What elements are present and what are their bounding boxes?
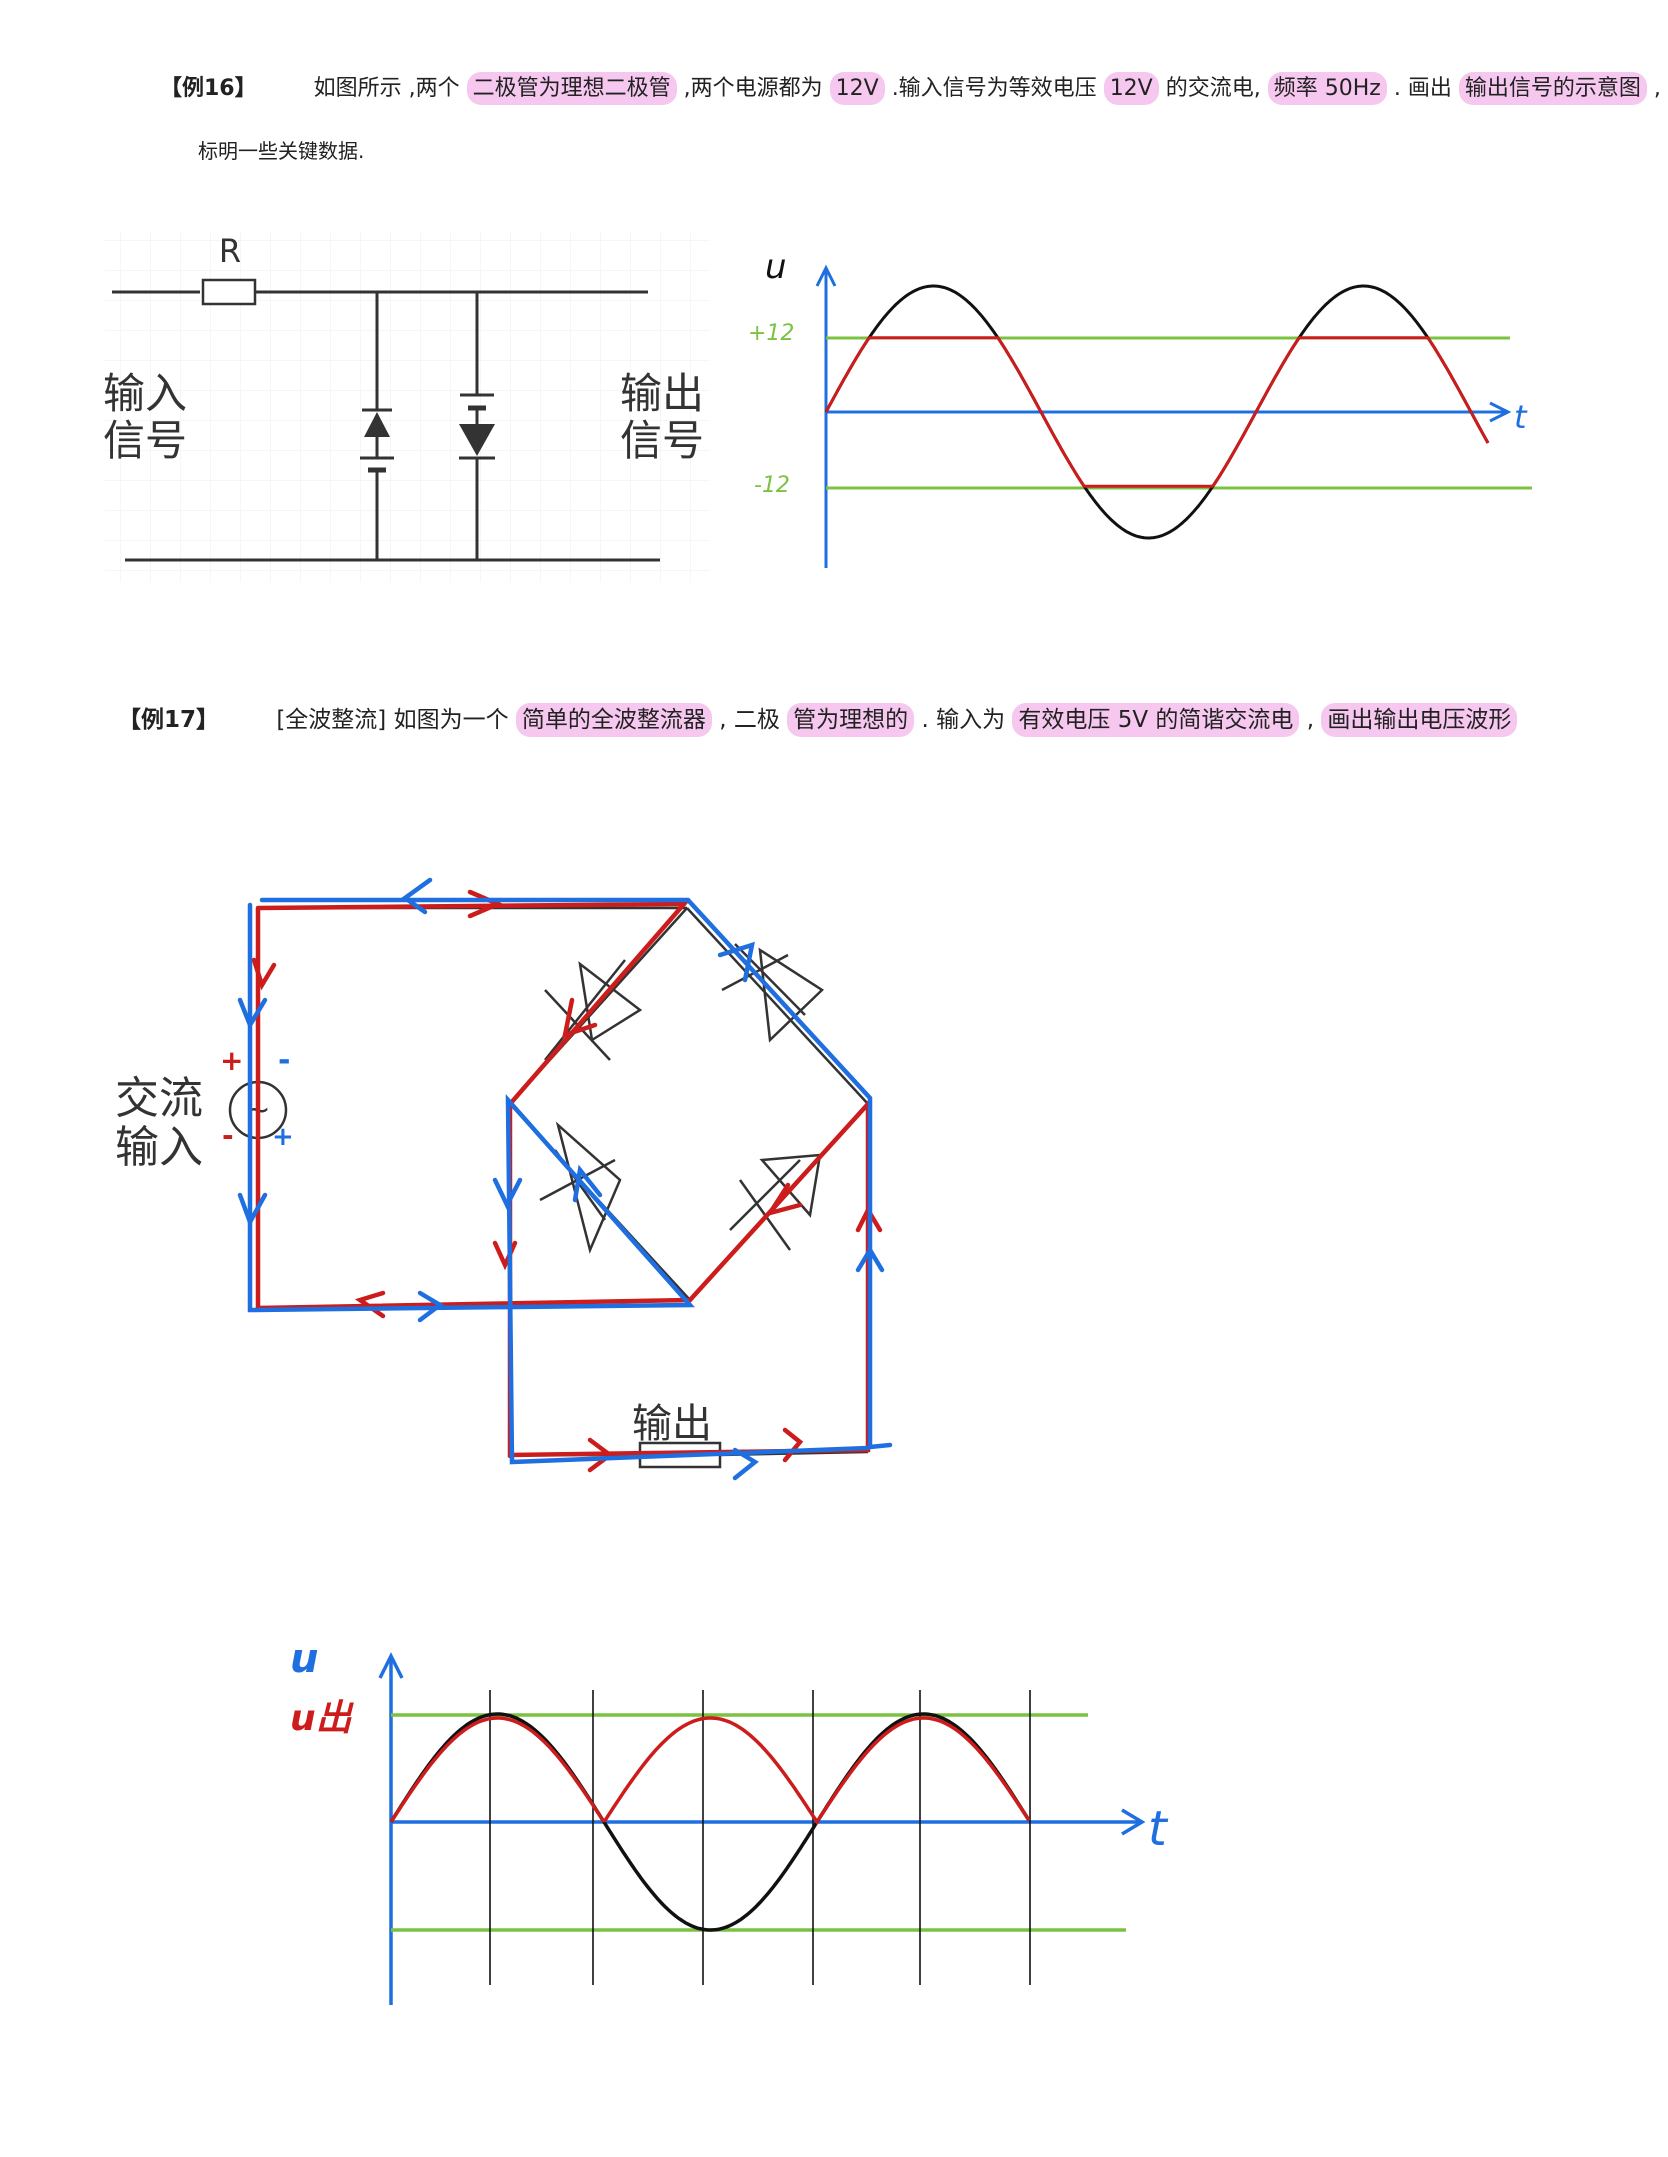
blue-arrow-icon <box>237 1192 268 1228</box>
diode-1 <box>364 412 390 437</box>
ex16-highlight: 12V <box>829 72 885 105</box>
diode-d3 <box>555 1121 622 1254</box>
x-axis-arrow-icon <box>1121 1808 1146 1836</box>
ex16-clipper-circuit: R 输入 信号 输出 信号 <box>103 232 710 582</box>
lower-level-label: -12 <box>754 473 790 498</box>
blue-arrow-icon <box>732 1447 759 1481</box>
blue-arrow-icon <box>492 1177 523 1211</box>
ex17-tag: 【例17】 <box>118 707 220 733</box>
red-arrow-icon <box>587 1437 614 1473</box>
ex16-problem-line-2: 标明一些关键数据. <box>198 139 365 163</box>
x-axis-label: t <box>1514 398 1528 436</box>
ex16-seg: ,两个电源都为 <box>683 76 830 101</box>
y-axis-label: u <box>765 247 787 287</box>
ex16-waveform-graph: u t +12 -12 <box>748 247 1532 568</box>
x-axis-label: t <box>1148 1801 1169 1857</box>
ex16-highlight: 12V <box>1103 72 1159 105</box>
ex17-bridge-circuit: ~ 交流 输入 输出 + - <box>115 877 893 1481</box>
polarity-plus-red: + <box>220 1044 243 1077</box>
ex16-seg: , <box>1653 76 1661 101</box>
upper-level-label: +12 <box>748 321 794 346</box>
polarity-minus-red: - <box>222 1119 234 1152</box>
blue-arrow-icon <box>855 1245 885 1273</box>
red-arrow-icon <box>782 1427 804 1463</box>
ex17-seg: , <box>1306 707 1322 733</box>
input-label-line1: 输入 <box>103 369 187 418</box>
y-axis-arrow-icon <box>815 264 837 287</box>
ex16-highlight: 频率 50Hz <box>1267 72 1387 105</box>
input-label-line2: 信号 <box>103 416 187 465</box>
polarity-minus-blue: - <box>278 1043 290 1078</box>
blue-arrow-icon <box>417 1290 445 1323</box>
blue-arrow-icon <box>237 997 268 1031</box>
input-sine-wave <box>389 1712 1031 1932</box>
blue-arrow-icon <box>572 1164 603 1203</box>
diode-d2-x <box>734 943 806 1016</box>
ac-input-label-line2: 输入 <box>115 1122 203 1173</box>
resistor <box>201 278 257 306</box>
ex16-seg: 的交流电, <box>1165 76 1261 101</box>
red-arrow-icon <box>764 1182 803 1217</box>
red-arrow-icon <box>467 889 504 919</box>
ex17-waveform-graph: u u出 t <box>290 1636 1169 2005</box>
ex17-problem-line: 【例17】 [全波整流] 如图为一个 简单的全波整流器 , 二极 管为理想的 .… <box>118 700 1518 737</box>
bridge-edge <box>686 907 869 1105</box>
ex16-seg: . 画出 <box>1393 76 1452 101</box>
ex16-tag: 【例16】 <box>160 76 257 101</box>
red-arrow-icon <box>251 957 277 991</box>
input-sine-wave <box>824 284 1490 540</box>
output-label-line2: 信号 <box>620 416 704 465</box>
output-label-line1: 输出 <box>620 369 704 418</box>
y-axis-arrow-icon <box>378 1652 404 1679</box>
resistor-label: R <box>219 232 241 270</box>
blue-arrow-icon <box>401 877 433 915</box>
ex17-seg: . 输入为 <box>921 707 1006 733</box>
ac-input-label-line1: 交流 <box>115 1073 203 1124</box>
diode-2 <box>459 424 495 456</box>
ex16-problem-line-1: 【例16】 如图所示 ,两个 二极管为理想二极管 ,两个电源都为 12V .输入… <box>160 70 1661 105</box>
diode-d2 <box>758 947 825 1043</box>
ex16-seg: 如图所示 ,两个 <box>313 76 460 101</box>
ex16-highlight: 二极管为理想二极管 <box>466 72 677 105</box>
blue-arrow-icon <box>717 941 755 983</box>
ex17-highlight: 简单的全波整流器 <box>515 703 712 737</box>
rectified-output-wave <box>389 1716 1031 1826</box>
ex17-highlight: 管为理想的 <box>787 703 915 737</box>
ex17-seg: [全波整流] 如图为一个 <box>276 707 509 733</box>
time-gridlines <box>489 1690 1031 1985</box>
red-arrow-icon <box>562 997 598 1039</box>
ex16-highlight: 输出信号的示意图 <box>1458 72 1647 105</box>
ex16-seg: .输入信号为等效电压 <box>891 76 1104 101</box>
blue-current-path <box>237 877 893 1481</box>
y-axis-label-u-out: u出 <box>290 1698 355 1739</box>
ex17-highlight: 有效电压 5V 的简谐交流电 <box>1012 703 1300 737</box>
diode-d4-bar <box>729 1159 801 1231</box>
ex17-seg: , 二极 <box>719 707 780 733</box>
output-clipped-wave <box>824 336 1490 488</box>
red-current-path <box>251 889 883 1473</box>
ex17-highlight: 画出输出电压波形 <box>1321 703 1518 737</box>
diode-d1-x <box>544 959 626 1061</box>
blue-loop <box>247 897 893 1465</box>
output-label: 输出 <box>632 1401 712 1447</box>
x-axis-arrow-icon <box>1489 401 1512 423</box>
y-axis-label-u: u <box>290 1636 318 1682</box>
polarity-plus-blue: + <box>272 1122 294 1152</box>
